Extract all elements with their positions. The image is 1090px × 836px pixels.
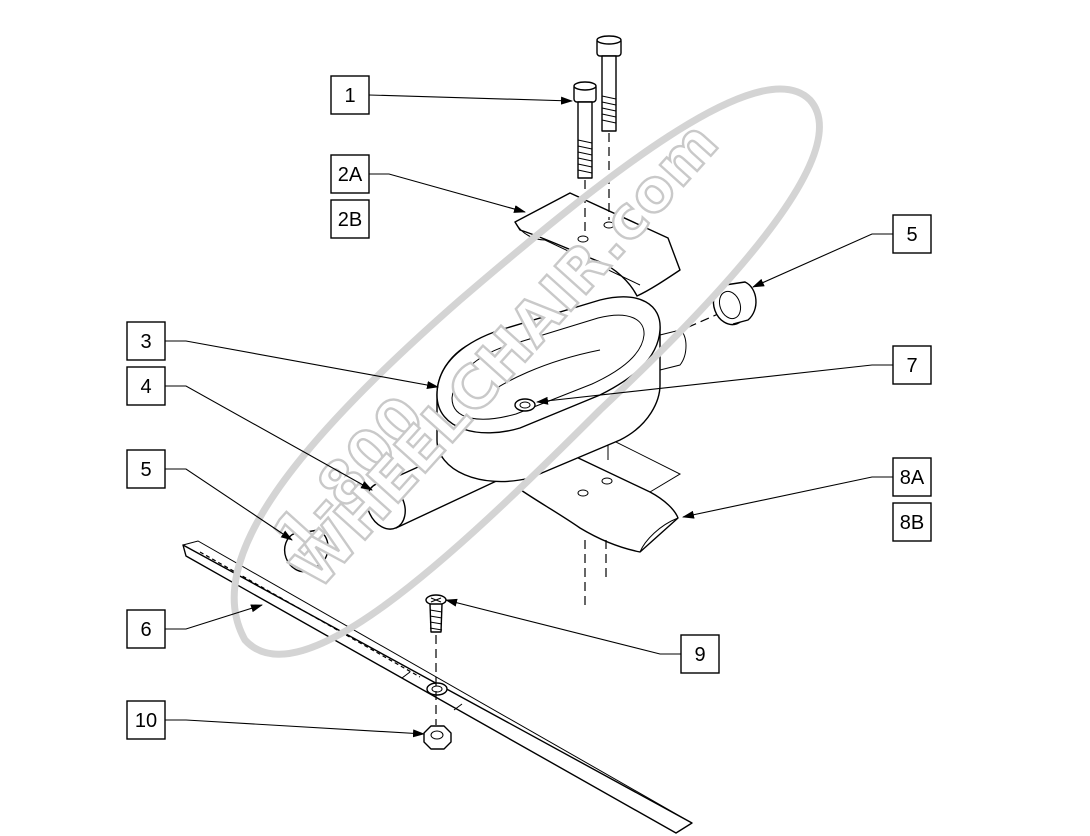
callout-3-label: 3 xyxy=(140,331,151,353)
callout-6: 6 xyxy=(126,609,166,649)
callout-8b: 8B xyxy=(892,502,932,542)
callout-4-label: 4 xyxy=(140,376,151,398)
bolt-part xyxy=(596,35,622,132)
callout-5-right: 5 xyxy=(892,214,932,254)
callout-2b: 2B xyxy=(330,199,370,239)
end-cap-part xyxy=(283,529,329,573)
callout-2b-label: 2B xyxy=(338,209,362,231)
callout-9-label: 9 xyxy=(694,644,705,666)
nut-part xyxy=(423,725,452,750)
callout-6-label: 6 xyxy=(140,619,151,641)
screw-part xyxy=(425,594,447,633)
callout-2a: 2A xyxy=(330,154,370,194)
watermark: 1-800 WHEELCHAIR.com xyxy=(230,85,823,658)
callout-8a: 8A xyxy=(892,457,932,497)
callout-9: 9 xyxy=(680,634,720,674)
callout-2a-label: 2A xyxy=(338,164,363,186)
callout-1-label: 1 xyxy=(344,85,355,107)
callout-7: 7 xyxy=(892,345,932,385)
callout-1: 1 xyxy=(330,75,370,115)
callout-4: 4 xyxy=(126,366,166,406)
end-cap-part xyxy=(712,281,757,326)
callout-8a-label: 8A xyxy=(900,467,925,489)
callout-10: 10 xyxy=(126,700,166,740)
callout-7-label: 7 xyxy=(906,355,917,377)
bolt-part xyxy=(573,81,597,179)
callout-3: 3 xyxy=(126,321,166,361)
callout-5-right-label: 5 xyxy=(906,224,917,246)
callout-5-left-label: 5 xyxy=(140,459,151,481)
callout-10-label: 10 xyxy=(135,710,157,732)
leader-lines xyxy=(165,94,893,738)
strap-part xyxy=(182,540,693,834)
callout-8b-label: 8B xyxy=(900,512,924,534)
callout-5-left: 5 xyxy=(126,449,166,489)
bracket-housing-part xyxy=(436,296,687,483)
